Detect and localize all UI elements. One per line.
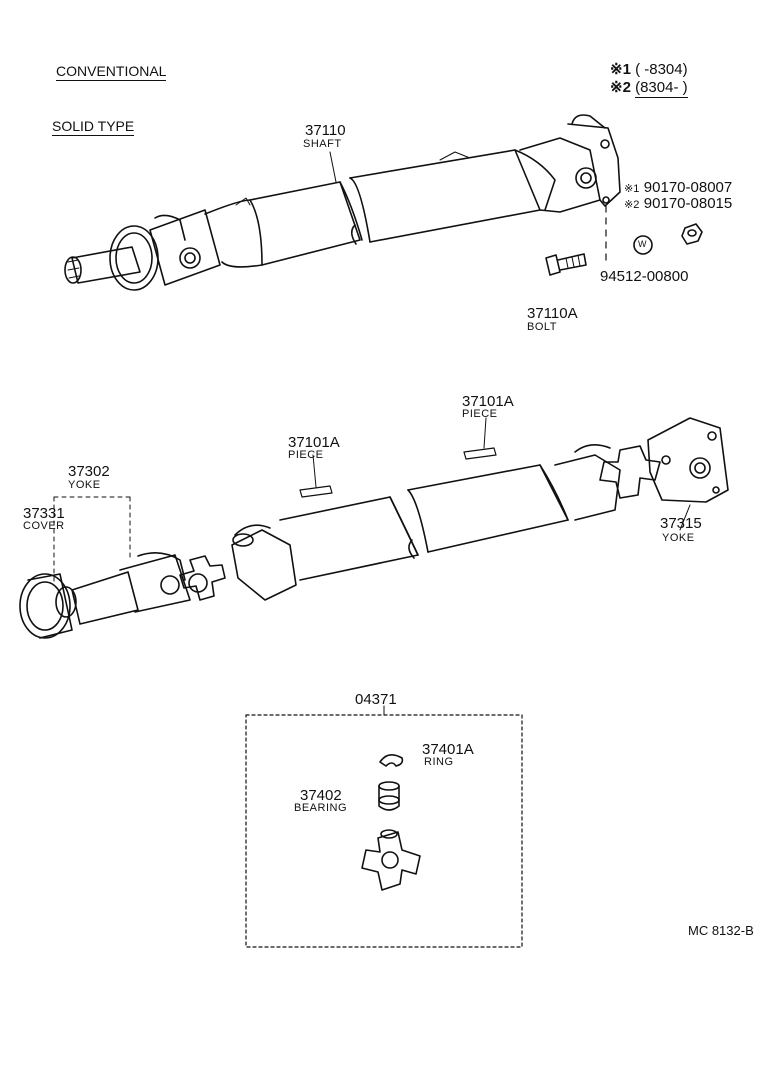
- upper-propeller-shaft: [64, 114, 621, 291]
- diagram-subtitle: SOLID TYPE: [52, 118, 135, 136]
- diagram-title: CONVENTIONAL: [56, 63, 167, 81]
- shaft-part-name: SHAFT: [303, 138, 342, 150]
- washer-part-number: 94512-00800: [600, 268, 689, 285]
- front-yoke-part-name: YOKE: [68, 479, 101, 491]
- kit-part-number: 04371: [355, 691, 397, 708]
- diagram-title-text: CONVENTIONAL: [56, 63, 167, 81]
- piece-b-part-number: 37101A: [462, 393, 514, 410]
- nut-part: [681, 223, 703, 245]
- rear-yoke-part-number: 37315: [660, 515, 702, 532]
- nut1-mark: ※1: [624, 183, 640, 195]
- nut2-mark: ※2: [624, 199, 640, 211]
- cover-part-number: 37331: [23, 505, 65, 522]
- bearing-part-number: 37402: [300, 787, 342, 804]
- ring-part-name: RING: [424, 756, 454, 768]
- legend-mark-1: ※1: [610, 61, 631, 78]
- bolt-part: [545, 253, 587, 276]
- snap-ring-part: [379, 754, 404, 767]
- legend-mark-2: ※2: [610, 79, 631, 96]
- bearing-cup-part: [378, 781, 400, 811]
- rear-yoke-part-name: YOKE: [662, 532, 695, 544]
- nut2-part-number: 90170-08015: [643, 195, 733, 212]
- nut1-part-number: 90170-08007: [643, 179, 733, 196]
- nut1-label: ※1 90170-08007: [624, 180, 732, 196]
- bolt-part-number: 37110A: [527, 305, 578, 322]
- front-yoke-part-number: 37302: [68, 463, 110, 480]
- legend-range-1: ( -8304): [635, 61, 688, 78]
- kit-box: [245, 705, 523, 948]
- legend-range-2: (8304- ): [635, 79, 688, 98]
- washer-symbol: W: [638, 239, 647, 249]
- nut2-label: ※2 90170-08015: [624, 196, 732, 212]
- lower-propeller-shaft: [19, 417, 729, 639]
- shaft-part-number: 37110: [305, 122, 346, 139]
- bearing-part-name: BEARING: [294, 802, 348, 814]
- piece-b-part-name: PIECE: [462, 408, 498, 420]
- cover-part-name: COVER: [23, 520, 65, 532]
- diagram-subtitle-text: SOLID TYPE: [52, 118, 135, 136]
- bolt-part-name: BOLT: [527, 321, 557, 333]
- piece-a-part-number: 37101A: [288, 434, 340, 451]
- diagram-reference-code: MC 8132-B: [688, 923, 754, 938]
- legend-row-2: ※2 (8304- ): [610, 79, 688, 98]
- spider-part: [361, 829, 421, 891]
- legend-row-1: ※1 ( -8304): [610, 62, 688, 77]
- leader-lines: [53, 151, 691, 583]
- ring-part-number: 37401A: [422, 741, 474, 758]
- piece-a-part-name: PIECE: [288, 449, 324, 461]
- washer-part: [633, 235, 653, 255]
